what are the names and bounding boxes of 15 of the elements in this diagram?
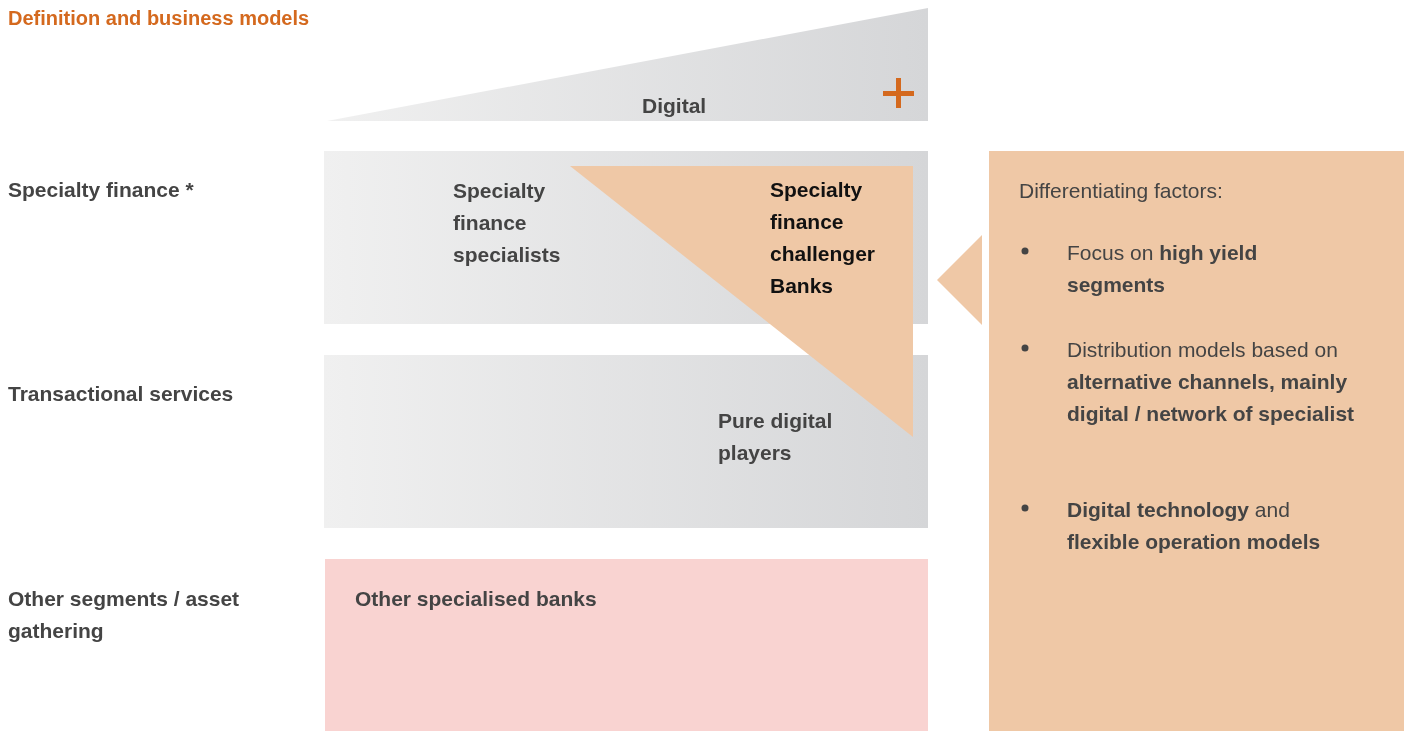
bullet-text: Digital technology and flexible operation models <box>1067 497 1322 555</box>
segment-band <box>324 355 928 528</box>
row-label: Transactional services <box>8 381 235 407</box>
segment-band <box>325 559 928 731</box>
node-label: Specialty finance specialists <box>453 178 562 268</box>
bullet-text: Distribution models based on alternative channels, mainly digital / network of specialist <box>1067 337 1356 427</box>
node-label: Other specialised banks <box>355 586 598 612</box>
row-label: Other segments / asset gathering <box>8 586 241 644</box>
title: Definition and business models <box>8 6 310 31</box>
row-label: Specialty finance * <box>8 177 195 203</box>
panel-heading: Differentiating factors: <box>1019 178 1224 204</box>
node-label: Pure digital players <box>718 408 834 466</box>
node-label: Digital <box>642 93 708 119</box>
node-label: Specialty finance challenger Banks <box>770 177 877 299</box>
bullet-text: Focus on high yield segments <box>1067 240 1259 298</box>
